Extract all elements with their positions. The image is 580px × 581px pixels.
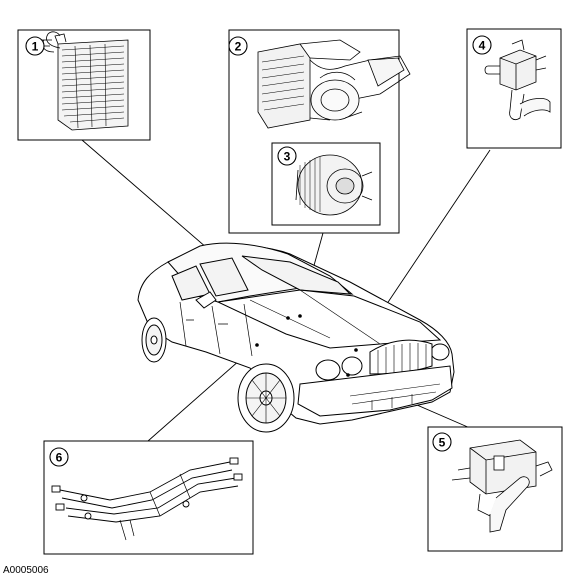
blower-housing-icon	[257, 39, 411, 129]
callout-5-label: 5	[439, 436, 446, 450]
car-headlamp-left-outer	[341, 356, 363, 376]
callout-6: 6	[49, 447, 69, 467]
water-valve-icon	[484, 39, 551, 120]
vehicle-illustration	[137, 242, 455, 433]
car-front-wheel	[237, 363, 295, 433]
car-side-window-front	[199, 257, 249, 297]
callout-6-label: 6	[56, 451, 63, 465]
car-rear-wheel	[141, 317, 167, 363]
car-windshield	[241, 255, 352, 295]
callout-5: 5	[432, 432, 452, 452]
callout-4-label: 4	[479, 39, 486, 53]
car-front-bumper	[297, 365, 453, 417]
callout-4: 4	[472, 35, 492, 55]
auxiliary-pump-panel	[427, 426, 563, 552]
heater-hoses-panel	[43, 440, 254, 555]
auxiliary-pump-icon	[451, 439, 553, 533]
figure-id: A0005006	[3, 565, 49, 576]
callout-1-label: 1	[32, 40, 39, 54]
callout-2-label: 2	[235, 40, 242, 54]
car-hood	[216, 289, 442, 349]
blower-motor-icon	[295, 154, 373, 216]
car-mirror	[195, 291, 217, 309]
callout-1: 1	[25, 36, 45, 56]
blower-housing-panel	[228, 29, 411, 234]
heater-hoses-frame	[43, 440, 254, 555]
callout-3-label: 3	[284, 150, 291, 164]
callout-2: 2	[228, 36, 248, 56]
callout-3: 3	[277, 146, 297, 166]
car-headlamp-left	[315, 359, 341, 381]
car-headlamp-right	[430, 343, 450, 361]
heater-hoses-icon	[51, 457, 243, 541]
